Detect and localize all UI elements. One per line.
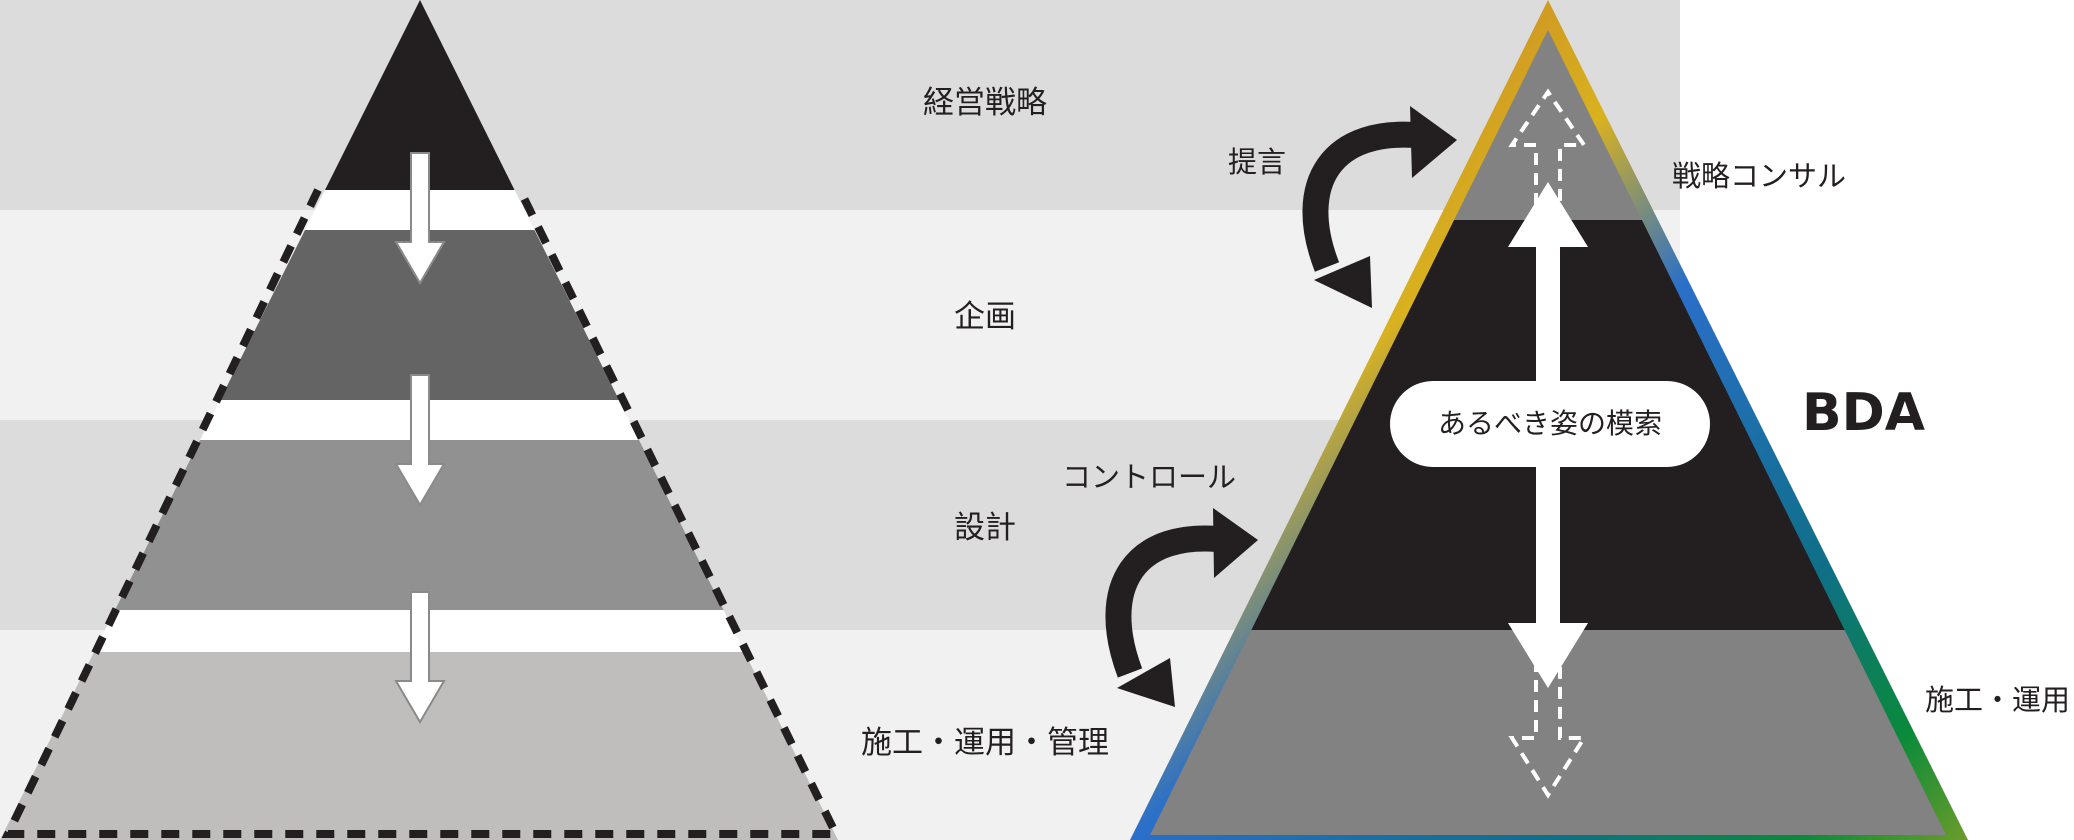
double-arrow-icon	[1508, 660, 1588, 799]
side-label-construction-ops: 施工・運用	[1925, 683, 2070, 717]
side-label-strategy-consult: 戦略コンサル	[1672, 159, 1846, 193]
band-label-planning: 企画	[954, 299, 1016, 335]
pill-label: あるべき姿の模索	[1438, 407, 1662, 440]
cycle-label-proposal: 提言	[1228, 145, 1286, 179]
band-strategy	[0, 0, 1680, 210]
cycle-arrow-icon	[1105, 508, 1258, 707]
cycle-arrow-icon	[1302, 106, 1457, 308]
down-arrow-icon	[394, 591, 446, 724]
left-pyramid-dashed-outline	[1, 188, 843, 838]
down-arrow-icon	[394, 152, 446, 285]
down-arrow-icon	[394, 374, 446, 507]
double-arrow-icon	[1508, 88, 1588, 205]
pill-label-box	[1390, 381, 1710, 467]
band-label-strategy: 経営戦略	[923, 85, 1047, 121]
bda-label: BDA	[1802, 383, 1925, 443]
band-label-design: 設計	[954, 510, 1016, 546]
cycle-label-control: コントロール	[1062, 460, 1236, 494]
band-label-construction: 施工・運用・管理	[861, 725, 1109, 761]
